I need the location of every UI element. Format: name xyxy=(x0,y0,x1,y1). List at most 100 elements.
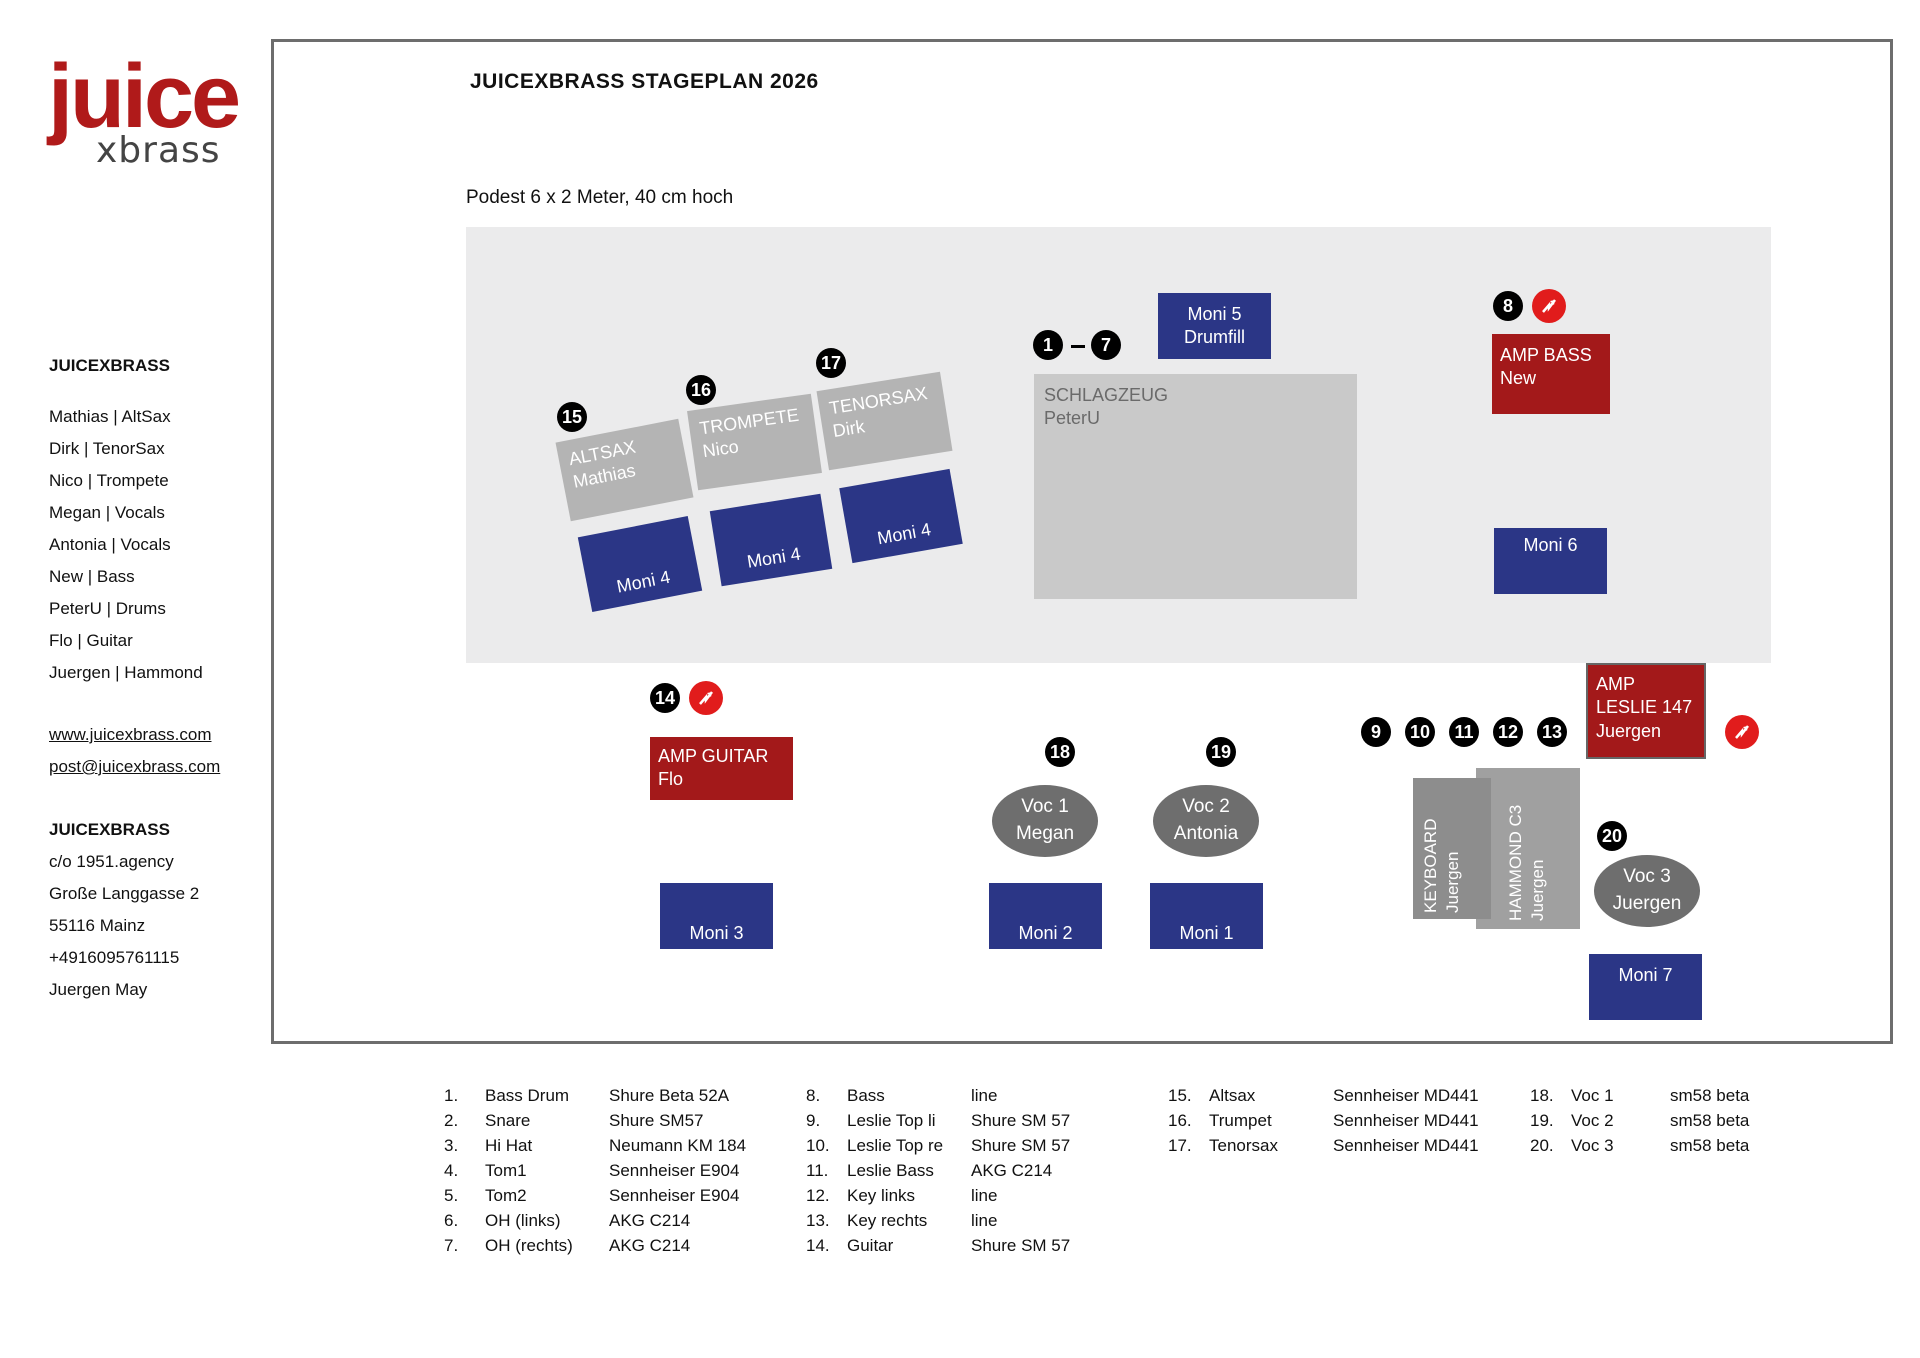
input-row: 10. Leslie Top re Shure SM 57 xyxy=(806,1133,1070,1158)
input-source: Voc 1 xyxy=(1571,1086,1614,1105)
input-number-16: 16 xyxy=(686,375,716,405)
range-dash xyxy=(1071,345,1085,348)
input-number: 12. xyxy=(806,1186,830,1205)
input-source: Tom1 xyxy=(485,1161,527,1180)
member-item: Juergen | Hammond xyxy=(49,663,203,682)
member-item: Antonia | Vocals xyxy=(49,535,171,554)
input-source: Key rechts xyxy=(847,1211,928,1230)
input-number: 5. xyxy=(444,1186,459,1205)
input-number-7: 7 xyxy=(1091,330,1121,360)
moni4-label: Moni 4 xyxy=(745,543,803,572)
input-source: Guitar xyxy=(847,1236,894,1255)
amp-leslie-label: AMP xyxy=(1596,674,1636,694)
input-mic: line xyxy=(971,1211,998,1230)
address-line: c/o 1951.agency xyxy=(49,852,174,871)
moni5-sub: Drumfill xyxy=(1184,327,1245,347)
drums-player: PeterU xyxy=(1044,408,1101,429)
input-mic: line xyxy=(971,1086,998,1105)
hammond-c3 xyxy=(1476,768,1580,929)
input-number: 16. xyxy=(1168,1111,1192,1130)
input-number-18: 18 xyxy=(1045,737,1075,767)
input-mic: Shure SM57 xyxy=(609,1111,704,1130)
input-mic: Shure SM 57 xyxy=(971,1111,1071,1130)
power-outlet-icon xyxy=(689,681,723,715)
page-title: JUICEXBRASS STAGEPLAN 2026 xyxy=(470,70,819,93)
input-number: 2. xyxy=(444,1111,459,1130)
input-mic: sm58 beta xyxy=(1670,1136,1750,1155)
input-number: 7. xyxy=(444,1236,459,1255)
input-mic: Sennheiser MD441 xyxy=(1333,1086,1479,1105)
moni4-label: Moni 4 xyxy=(875,518,933,548)
input-number: 13. xyxy=(806,1211,830,1230)
input-number-13: 13 xyxy=(1537,717,1567,747)
input-number: 18. xyxy=(1530,1086,1554,1105)
input-number: 10. xyxy=(806,1136,830,1155)
input-number: 14. xyxy=(806,1236,830,1255)
input-number-9: 9 xyxy=(1361,717,1391,747)
input-source: Bass xyxy=(847,1086,885,1105)
phone-number: +4916095761115 xyxy=(49,948,180,967)
amp-guitar-player: Flo xyxy=(658,769,684,790)
amp-guitar-label: AMP GUITAR xyxy=(658,746,769,766)
logo-juice: juice xyxy=(48,47,241,147)
input-source: Altsax xyxy=(1209,1086,1256,1105)
moni3-monitor: Moni 3 xyxy=(660,883,773,949)
website-link[interactable]: www.juicexbrass.com xyxy=(49,725,212,744)
stageplan-frame xyxy=(271,39,1893,1044)
input-number: 6. xyxy=(444,1211,459,1230)
input-row: 3. Hi Hat Neumann KM 184 xyxy=(444,1133,746,1158)
member-item: Dirk | TenorSax xyxy=(49,439,165,458)
moni1-label: Moni 1 xyxy=(1179,922,1234,943)
amp-leslie-player: Juergen xyxy=(1596,720,1662,741)
input-mic: Shure SM 57 xyxy=(971,1236,1071,1255)
moni6-label: Moni 6 xyxy=(1523,535,1578,555)
input-row: 15. Altsax Sennheiser MD441 xyxy=(1168,1083,1479,1108)
input-source: Voc 3 xyxy=(1571,1136,1614,1155)
input-source: OH (links) xyxy=(485,1211,561,1230)
member-item: Nico | Trompete xyxy=(49,471,169,490)
amp-bass-player: New xyxy=(1500,368,1537,389)
input-number: 3. xyxy=(444,1136,459,1155)
member-item: PeterU | Drums xyxy=(49,599,166,618)
input-row: 2. Snare Shure SM57 xyxy=(444,1108,746,1133)
input-source: Key links xyxy=(847,1186,916,1205)
input-source: Leslie Top re xyxy=(847,1136,944,1155)
moni2-label: Moni 2 xyxy=(1018,922,1073,943)
amp-guitar: AMP GUITAR Flo xyxy=(650,737,793,800)
email-link[interactable]: post@juicexbrass.com xyxy=(49,757,221,776)
voc2-singer: Antonia xyxy=(1173,823,1239,844)
address-line: Große Langgasse 2 xyxy=(49,884,200,903)
input-number: 15. xyxy=(1168,1086,1192,1105)
logo-xbrass: xbrass xyxy=(96,130,221,171)
input-number-11: 11 xyxy=(1449,717,1479,747)
address-line: 55116 Mainz xyxy=(49,916,146,935)
input-mic: Sennheiser E904 xyxy=(609,1161,740,1180)
input-mic: Shure SM 57 xyxy=(971,1136,1071,1155)
input-number: 11. xyxy=(806,1161,829,1180)
moni4-label: Moni 4 xyxy=(614,566,672,597)
contact-heading: JUICEXBRASS xyxy=(49,820,170,839)
input-source: Snare xyxy=(485,1111,531,1130)
input-source: Hi Hat xyxy=(485,1136,533,1155)
input-source: Voc 2 xyxy=(1571,1111,1614,1130)
input-mic: Sennheiser E904 xyxy=(609,1186,740,1205)
power-outlet-icon xyxy=(1532,289,1566,323)
moni1-monitor: Moni 1 xyxy=(1150,883,1263,949)
keyboard xyxy=(1413,778,1491,919)
input-mic: Neumann KM 184 xyxy=(609,1136,747,1155)
